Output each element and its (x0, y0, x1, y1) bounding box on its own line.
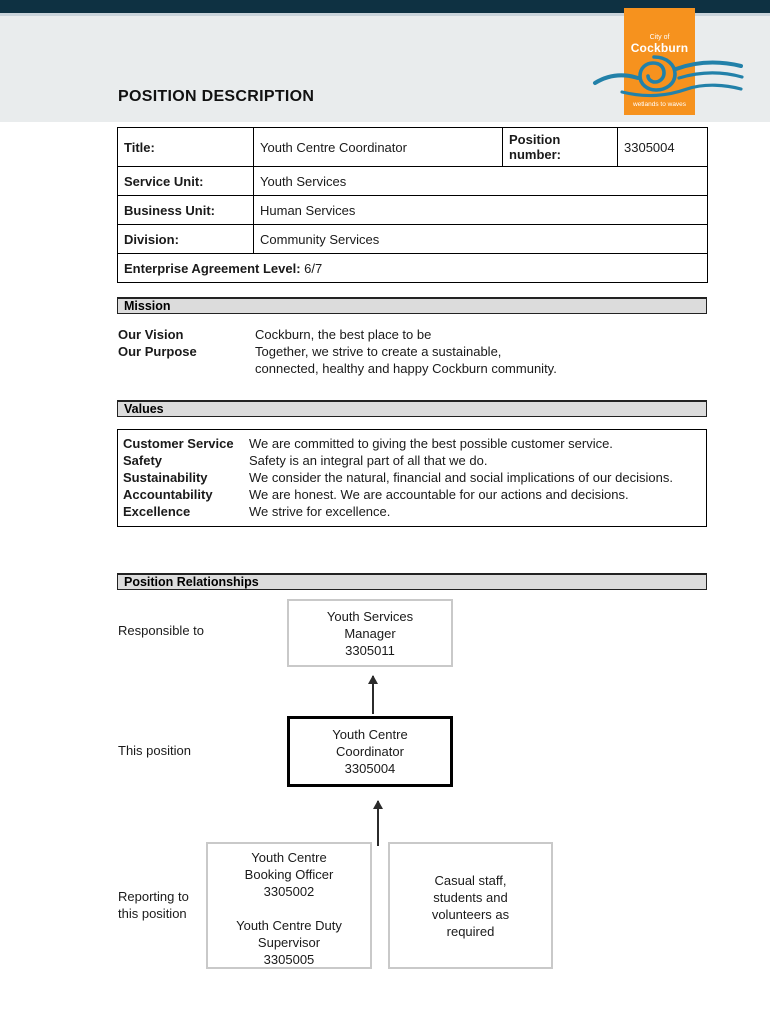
table-row: Division: Community Services (117, 224, 708, 254)
section-header-position-relationships: Position Relationships (117, 573, 707, 590)
casual-staff-box: Casual staff, students and volunteers as… (388, 842, 553, 969)
division-label: Division: (117, 224, 254, 254)
accountability-text: We are honest. We are accountable for ou… (249, 487, 629, 502)
table-row: Service Unit: Youth Services (117, 166, 708, 196)
table-row: Enterprise Agreement Level: 6/7 (117, 253, 708, 283)
purpose-text: Together, we strive to create a sustaina… (255, 344, 557, 376)
this-position-label: This position (118, 743, 191, 758)
safety-label: Safety (123, 453, 163, 468)
info-table: Title: Youth Centre Coordinator Position… (117, 127, 708, 283)
reporting-to-label: Reporting to this position (118, 889, 189, 921)
direct-reports-box: Youth Centre Booking Officer 3305002 You… (206, 842, 372, 969)
section-header-values: Values (117, 400, 707, 417)
enterprise-agreement-value: 6/7 (304, 260, 323, 276)
customer-service-label: Customer Service (123, 436, 234, 451)
mission-row: Our Purpose Together, we strive to creat… (118, 343, 707, 377)
safety-text: Safety is an integral part of all that w… (249, 453, 488, 468)
value-row: Sustainability We consider the natural, … (123, 469, 702, 486)
service-unit-value: Youth Services (253, 166, 708, 196)
responsible-to-label: Responsible to (118, 623, 204, 638)
excellence-label: Excellence (123, 504, 191, 519)
top-navy-bar (0, 0, 770, 13)
arrow-up-icon (368, 675, 377, 714)
excellence-text: We strive for excellence. (249, 504, 391, 519)
table-row: Business Unit: Human Services (117, 195, 708, 225)
value-row: Accountability We are honest. We are acc… (123, 486, 702, 503)
position-number-value: 3305004 (617, 127, 708, 167)
logo-city-of: City of (649, 34, 670, 41)
business-unit-value: Human Services (253, 195, 708, 225)
customer-service-text: We are committed to giving the best poss… (249, 436, 613, 451)
arrow-up-icon (373, 800, 382, 846)
mission-row: Our Vision Cockburn, the best place to b… (118, 326, 707, 343)
position-number-label: Position number: (502, 127, 618, 167)
value-row: Safety Safety is an integral part of all… (123, 452, 702, 469)
accountability-label: Accountability (123, 487, 213, 502)
logo-name: Cockburn (630, 41, 689, 55)
division-value: Community Services (253, 224, 708, 254)
this-position-box: Youth Centre Coordinator 3305004 (287, 716, 453, 787)
vision-label: Our Vision (118, 327, 184, 342)
mission-block: Our Vision Cockburn, the best place to b… (118, 326, 707, 377)
business-unit-label: Business Unit: (117, 195, 254, 225)
manager-box: Youth Services Manager 3305011 (287, 599, 453, 667)
value-row: Customer Service We are committed to giv… (123, 435, 702, 452)
sustainability-text: We consider the natural, financial and s… (249, 470, 673, 485)
logo-tagline: wetlands to waves (632, 101, 687, 108)
sustainability-label: Sustainability (123, 470, 208, 485)
page-title: POSITION DESCRIPTION (118, 88, 315, 105)
cockburn-logo: City of Cockburn wetlands to waves (624, 8, 695, 115)
value-row: Excellence We strive for excellence. (123, 503, 702, 520)
purpose-label: Our Purpose (118, 344, 197, 359)
service-unit-label: Service Unit: (117, 166, 254, 196)
values-box: Customer Service We are committed to giv… (117, 429, 707, 527)
enterprise-agreement-cell: Enterprise Agreement Level: 6/7 (117, 253, 708, 283)
wave-spiral-icon (593, 55, 744, 98)
title-label: Title: (117, 127, 254, 167)
enterprise-agreement-label: Enterprise Agreement Level: (124, 260, 301, 276)
table-row: Title: Youth Centre Coordinator Position… (117, 127, 708, 167)
vision-text: Cockburn, the best place to be (255, 327, 432, 342)
section-header-mission: Mission (117, 297, 707, 314)
title-value: Youth Centre Coordinator (253, 127, 503, 167)
